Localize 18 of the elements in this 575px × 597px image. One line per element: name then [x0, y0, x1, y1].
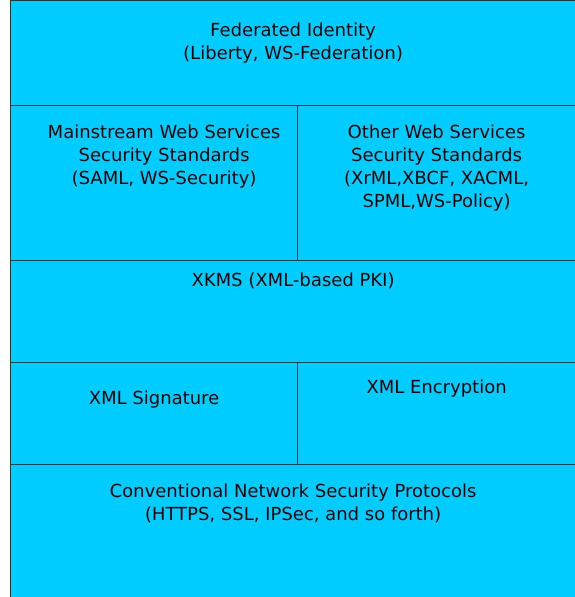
layer-box [10, 105, 298, 261]
layer-title: XKMS (XML-based PKI) [192, 269, 394, 292]
layer-title: XML Signature [88, 387, 220, 410]
layer-title: Mainstream Web Services Security Standards [46, 121, 282, 167]
layer-title: Other Web Services Security Standards [346, 121, 526, 167]
layer-examples: (Liberty, WS-Federation) [183, 42, 403, 65]
layer-box [10, 362, 298, 465]
layer-box [297, 362, 575, 465]
layer-examples: (HTTPS, SSL, IPSec, and so forth) [144, 503, 442, 526]
layer-title: Federated Identity [210, 19, 376, 42]
layer-box [10, 0, 575, 106]
layer-title: XML Encryption [366, 376, 507, 399]
layer-box [10, 260, 575, 363]
layer-title: Conventional Network Security Protocols [110, 480, 476, 503]
layer-examples: (SAML, WS-Security) [72, 167, 256, 190]
layer-box [10, 464, 575, 597]
layer-box [297, 105, 575, 261]
layer-examples: (XrML,XBCF, XACML, SPML,WS-Policy) [343, 167, 530, 213]
